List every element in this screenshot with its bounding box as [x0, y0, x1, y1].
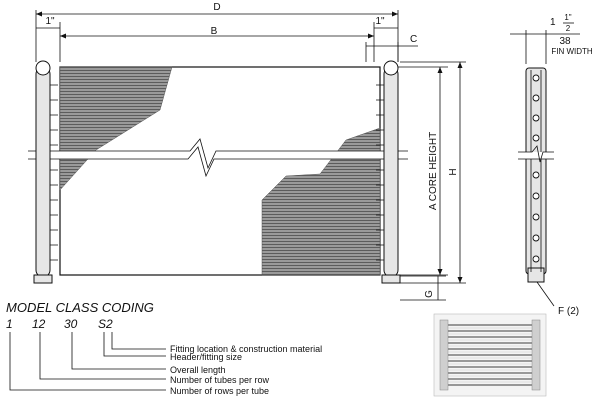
desc-length: Overall length [170, 365, 226, 375]
fin-area-lower [261, 127, 381, 276]
code-fitting: S2 [98, 317, 113, 331]
code-length: 30 [64, 317, 78, 331]
dim-one-inch-left-label: 1" [45, 16, 55, 27]
side-view: 1 1" 2 38 FIN WIDTH F (2) [510, 13, 593, 317]
right-header [376, 60, 401, 284]
desc-fitting: Fitting location & construction material [170, 344, 322, 354]
dim-h: H [400, 61, 466, 284]
front-view: D 1" 1" B C A CORE HEIGHT [28, 2, 466, 301]
code-tubes: 12 [32, 317, 46, 331]
dim-b-label: B [211, 26, 218, 37]
dim-one-inch-left: 1" [36, 16, 61, 62]
dim-b: B [60, 26, 374, 39]
dim-c-label: C [410, 34, 417, 45]
dim-c: C [365, 34, 418, 62]
fin-width-label: FIN WIDTH [551, 47, 593, 56]
dim-g-label: G [424, 290, 435, 298]
fin-width-den: 2 [566, 24, 571, 33]
break-line [28, 138, 408, 178]
fin-area-upper [59, 66, 173, 191]
side-holes [532, 74, 540, 263]
code-rows: 1 [6, 317, 13, 331]
dim-d-label: D [213, 2, 220, 13]
fitting-label: F (2) [558, 306, 579, 317]
desc-header: Header/fitting size [170, 352, 242, 362]
leader-lines [9, 332, 166, 391]
product-photo [433, 313, 547, 397]
break-band [28, 151, 408, 159]
dim-h-label: H [448, 168, 459, 175]
desc-tubes: Number of tubes per row [170, 375, 270, 385]
desc-rows: Number of rows per tube [170, 386, 269, 396]
dim-fin-width: 1 1" 2 38 FIN WIDTH [510, 13, 593, 64]
model-coding: MODEL CLASS CODING 1 12 30 S2 Fitting lo… [6, 300, 322, 396]
dim-one-inch-right-label: 1" [375, 16, 385, 27]
dim-a-label: A CORE HEIGHT [428, 132, 439, 210]
fin-width-whole: 1 [550, 17, 556, 28]
dim-g: G [400, 275, 446, 301]
model-coding-title: MODEL CLASS CODING [6, 300, 154, 315]
left-header [33, 60, 58, 284]
fin-width-count: 38 [559, 36, 571, 47]
fitting-callout: F (2) [536, 281, 579, 317]
fin-width-num: 1" [564, 13, 571, 22]
dim-a: A CORE HEIGHT [398, 66, 448, 276]
dim-one-inch-right: 1" [373, 16, 398, 62]
